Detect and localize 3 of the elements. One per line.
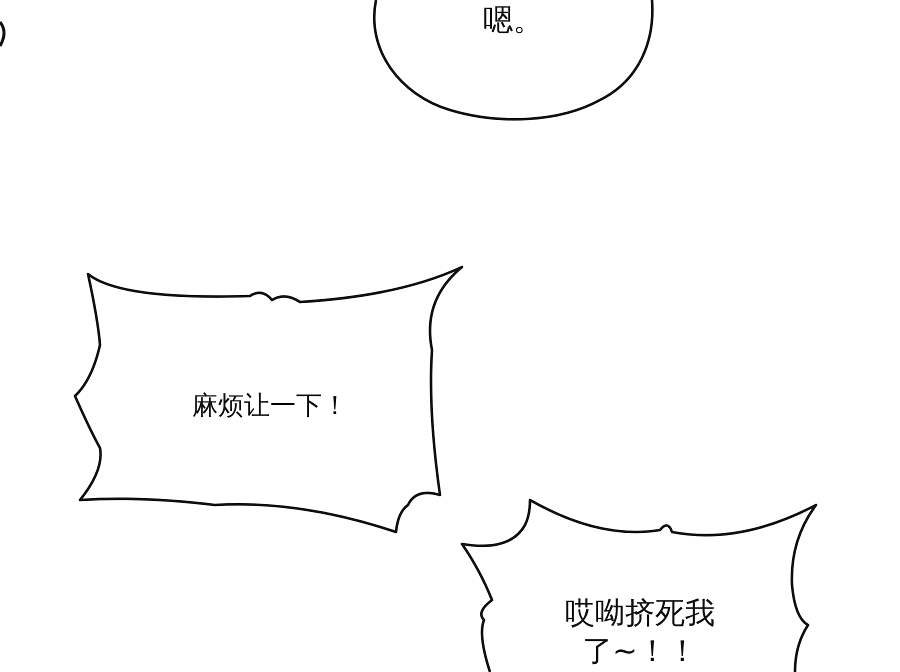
speech-text: 嗯。 [482, 2, 544, 40]
speech-text: 哎呦挤死我了~！！ [564, 595, 716, 670]
speech-text: 麻烦让一下！ [191, 390, 349, 422]
